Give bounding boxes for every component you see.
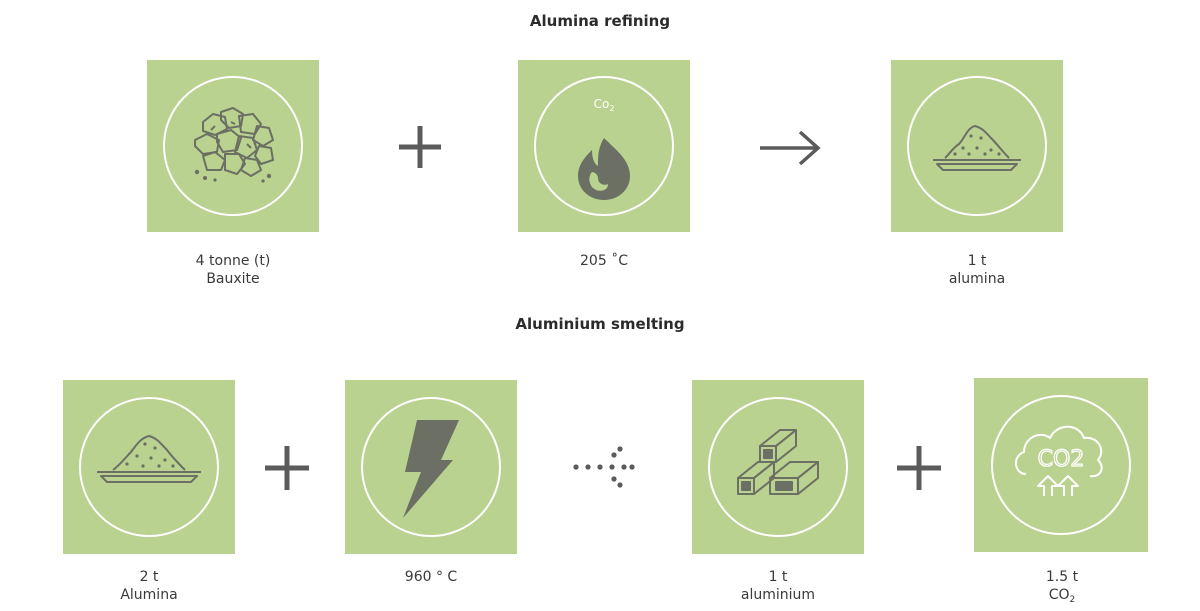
alumina-input-quantity: 2 t: [139, 569, 159, 585]
bauxite-quantity: 4 tonne (t): [195, 253, 271, 269]
powder-pile-icon: [79, 397, 219, 537]
aluminium-quantity: 1 t: [768, 569, 788, 585]
plus-icon: [265, 446, 309, 490]
electricity-temperature: 960 ° C: [404, 569, 458, 585]
arrow-right-icon: [760, 130, 821, 166]
alumina-input-caption: 2 t Alumina: [49, 568, 249, 604]
aluminium-smelting-title: Aluminium smelting: [515, 315, 685, 333]
co2-icon-subscript: 2: [609, 104, 614, 113]
alumina-input-tile: [63, 380, 235, 554]
heat-tile: Co2: [518, 60, 690, 232]
co2-icon-label: Co: [594, 97, 610, 111]
co2-tile: CO2: [974, 378, 1148, 552]
aluminium-caption: 1 t aluminium: [678, 568, 878, 604]
co2-quantity: 1.5 t: [1045, 569, 1079, 585]
bauxite-label: Bauxite: [206, 271, 260, 287]
co2-caption: 1.5 t CO2: [962, 568, 1162, 609]
aluminium-label: aluminium: [740, 587, 816, 603]
dotted-arrow-icon: [573, 446, 635, 488]
heat-temperature: 205 ˚C: [580, 253, 628, 269]
svg-text:Co2: Co2: [594, 97, 615, 113]
alumina-refining-title: Alumina refining: [529, 12, 671, 30]
alumina-output-quantity: 1 t: [967, 253, 987, 269]
flame-icon: Co2: [534, 76, 674, 216]
lightning-bolt-icon: [361, 397, 501, 537]
bauxite-rocks-icon: [163, 76, 303, 216]
co2-cloud-icon: CO2: [991, 395, 1131, 535]
bauxite-caption: 4 tonne (t) Bauxite: [133, 252, 333, 288]
aluminium-tile: [692, 380, 864, 554]
bauxite-tile: [147, 60, 319, 232]
co2-label: CO2: [962, 586, 1162, 609]
metal-bars-icon: [708, 397, 848, 537]
plus-icon: [399, 126, 441, 168]
electricity-caption: 960 ° C: [331, 568, 531, 586]
alumina-output-label: alumina: [948, 271, 1006, 287]
plus-icon: [897, 446, 941, 490]
co2-icon-text: CO2: [1038, 447, 1085, 472]
alumina-input-label: Alumina: [120, 587, 178, 603]
co2-label-text: CO: [1048, 587, 1070, 603]
electricity-tile: [345, 380, 517, 554]
co2-label-subscript: 2: [1069, 595, 1076, 605]
powder-pile-icon: [907, 76, 1047, 216]
alumina-output-caption: 1 t alumina: [877, 252, 1077, 288]
alumina-output-tile: [891, 60, 1063, 232]
heat-caption: 205 ˚C: [504, 252, 704, 270]
